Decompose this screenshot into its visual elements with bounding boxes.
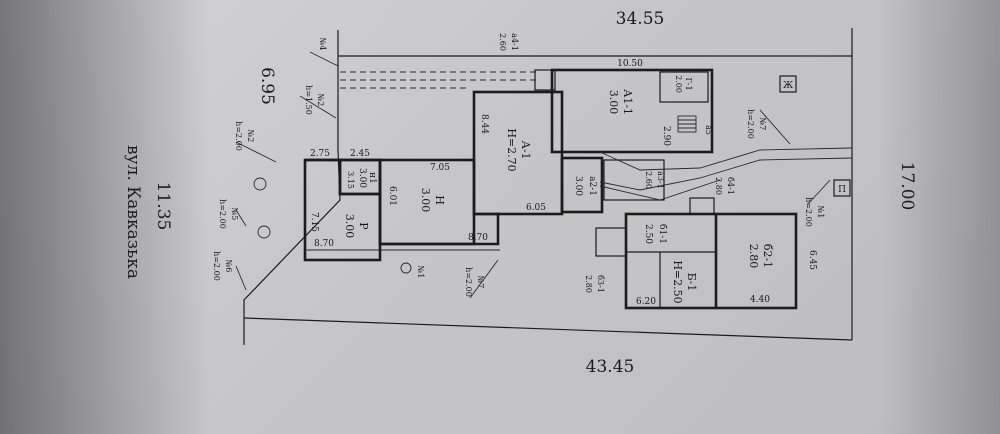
label-g1-height: 2.00: [674, 75, 683, 93]
fence-n2b: №2: [316, 94, 325, 107]
fence-n2b-height: h=1.50: [304, 85, 313, 115]
label-a1-top: 10.50: [617, 59, 643, 69]
stairs-a5: [677, 115, 697, 133]
fence-n5-height: h=2.00: [218, 199, 227, 229]
porch-a3: [603, 159, 665, 201]
building-g1: [659, 71, 709, 103]
label-n-top-a: 2.75: [310, 149, 330, 159]
fence-n2-height: h=2.00: [234, 121, 243, 151]
label-a-height: H=2.70: [505, 128, 518, 171]
site-top-length: 34.55: [616, 9, 665, 29]
label-r-dim: 7.15: [309, 212, 319, 232]
gate-n1: №1: [416, 266, 425, 279]
fence-n2: №2: [246, 130, 255, 143]
label-g1: Г-1: [684, 77, 693, 90]
fence-leader-4: [309, 51, 339, 67]
site-left-width-2: 11.35: [153, 182, 173, 231]
label-b4: б4-1: [726, 177, 735, 195]
marker-p: П: [838, 185, 846, 195]
tree-symbols: [253, 177, 412, 274]
label-n-dim-bottom: 8.70: [468, 233, 488, 243]
building-r: [303, 158, 382, 262]
label-a1-dim-right: 2.90: [661, 126, 671, 146]
label-b2: б2-1: [761, 244, 774, 268]
fence-n5: №5: [230, 208, 239, 221]
label-a-room: А-1: [519, 140, 532, 159]
path-line-3: [599, 179, 721, 201]
building-a1-extension: [550, 68, 714, 154]
label-a-dim-bottom: 6.05: [526, 203, 546, 213]
street-name: вул. Кавказька: [123, 145, 143, 279]
label-a4-height: 2.60: [498, 33, 507, 51]
fence-leader-5: [235, 209, 247, 227]
porch-a4: [534, 69, 556, 91]
fence-n6-height: h=2.00: [212, 251, 221, 281]
site-right-width: 17.00: [897, 162, 917, 211]
building-r-outline: [305, 158, 500, 246]
label-a1-height: 3.00: [607, 90, 620, 115]
path-line-1: [599, 147, 853, 171]
label-r: Р: [357, 222, 370, 230]
fence-n1: №1: [816, 206, 825, 219]
label-a4: а4-1: [510, 33, 519, 51]
site-left-width-1: 6.95: [257, 67, 277, 105]
label-r-dim-bottom: 8.70: [314, 239, 334, 249]
fence-leader-7: [469, 259, 499, 299]
fence-n4: №4: [318, 38, 327, 51]
fence-n7b-height: h=2.00: [746, 109, 755, 139]
fence-leader-2: [235, 141, 277, 163]
fence-n1-height: h=2.00: [804, 197, 813, 227]
label-n1: н1: [367, 172, 377, 184]
label-r-height: 3.00: [343, 214, 356, 239]
label-b1-height: H=2.50: [671, 260, 684, 303]
label-n-dim-left: 6.01: [387, 186, 397, 206]
boundary-bottom: [243, 317, 853, 341]
label-b1: Б-1: [685, 273, 698, 292]
fence-n6: №6: [224, 260, 233, 273]
fence-n7-height: h=2.00: [464, 267, 473, 297]
porch-a2: [560, 156, 604, 214]
label-a2: а2-1: [587, 176, 597, 196]
label-a5: а5: [704, 125, 713, 135]
label-b2-height: 2.80: [747, 244, 760, 269]
label-n-dim-top: 7.05: [430, 163, 450, 173]
label-b4-height: 2.80: [714, 177, 723, 195]
label-n1-height: 3.00: [357, 168, 367, 188]
label-b1-small-height: 2.50: [643, 224, 653, 244]
label-b3: б3-1: [596, 275, 605, 293]
label-n: Н: [433, 195, 446, 205]
fence-leader-7b: [759, 109, 791, 145]
label-a3: а3-1: [656, 171, 665, 189]
marker-p-box: [833, 179, 851, 197]
label-b2-dim-bottom: 4.40: [750, 295, 770, 305]
building-b3-porch: [595, 227, 627, 257]
fence-n7: №7: [476, 276, 485, 289]
label-a3-height: 2.60: [644, 171, 653, 189]
label-b3-height: 2.80: [584, 275, 593, 293]
path-line-2: [599, 157, 853, 191]
label-b1-small: б1-1: [657, 224, 668, 244]
label-b1-dim: 6.20: [636, 297, 656, 307]
label-a2-height: 3.00: [573, 176, 583, 196]
label-n1-dim: 3.15: [346, 171, 355, 189]
label-b2-dim-right: 6.45: [807, 250, 817, 270]
fence-n7b: №7: [758, 118, 767, 131]
site-bottom-length: 43.45: [586, 357, 635, 377]
fence-leader-2b: [299, 95, 337, 119]
label-a-dim: 8.44: [479, 114, 489, 134]
label-a1: А1-1: [621, 89, 634, 115]
label-n-top-b: 2.45: [350, 149, 370, 159]
label-n-height: 3.00: [419, 188, 432, 213]
marker-zh-box: [779, 75, 797, 93]
fence-leader-1: [807, 179, 831, 205]
fence-leader-6: [235, 265, 247, 291]
marker-zh: Ж: [783, 81, 793, 91]
building-b4-porch: [689, 197, 715, 215]
